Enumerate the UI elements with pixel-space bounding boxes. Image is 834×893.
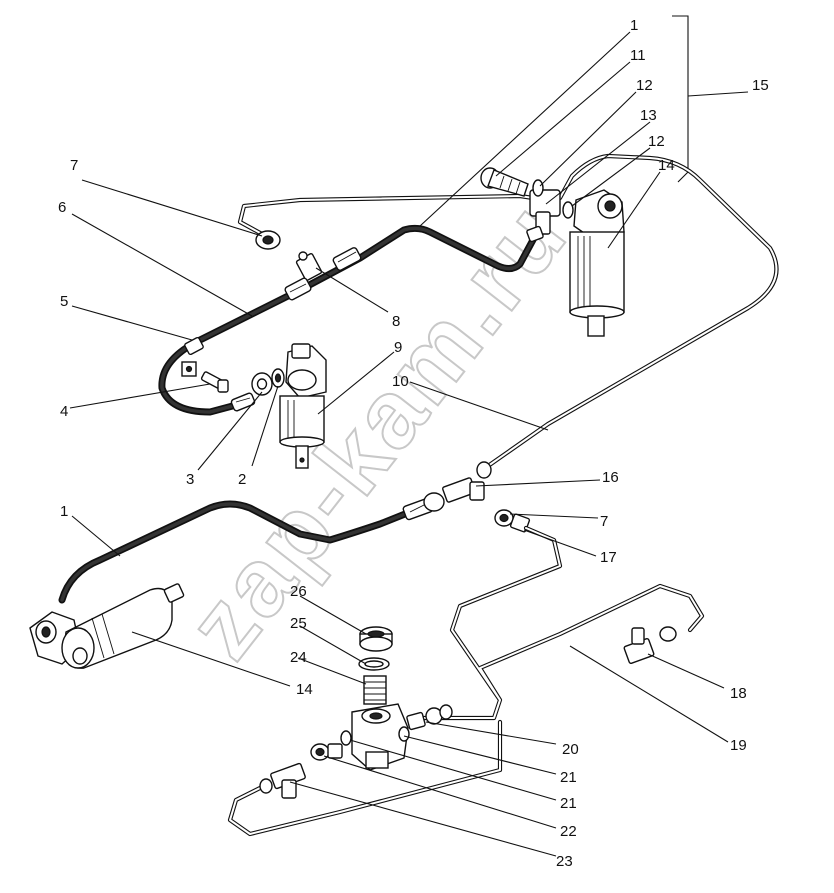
callout-1-upper: 1 — [630, 17, 638, 34]
cylinder-9 — [279, 343, 327, 469]
spring-24 — [363, 675, 387, 705]
callout-12-upper: 12 — [636, 77, 653, 94]
leader-lines — [69, 31, 729, 857]
fitting-lower-hose-end — [402, 492, 445, 521]
hose-1-lower — [58, 500, 434, 604]
tee-16 — [442, 461, 492, 503]
callout-26: 26 — [290, 583, 307, 600]
callout-15: 15 — [752, 77, 769, 94]
callout-labels: 1 11 12 13 12 14 15 7 6 5 8 9 10 4 3 2 1… — [58, 17, 769, 870]
callout-9: 9 — [394, 339, 402, 356]
pipe-10 — [485, 153, 779, 469]
callout-8: 8 — [392, 313, 400, 330]
callout-24: 24 — [290, 649, 307, 666]
washer-21b — [398, 726, 410, 742]
cylinder-14-lower — [29, 583, 185, 669]
bolt-11 — [480, 167, 529, 197]
pipe-19 — [417, 525, 705, 721]
callout-21-upper: 21 — [560, 769, 577, 786]
bolt-4 — [200, 371, 229, 393]
cylinder-14-upper — [569, 189, 625, 337]
callout-13: 13 — [640, 107, 657, 124]
fitting-upper-hose-end — [230, 392, 256, 412]
nut-3 — [251, 372, 273, 396]
nut-7-upper — [255, 230, 281, 250]
washer-12a — [532, 179, 544, 197]
nut-7-lower — [494, 509, 514, 527]
callout-4: 4 — [60, 403, 68, 420]
group-bracket-15 — [672, 15, 749, 183]
pipe-23 — [227, 719, 503, 837]
fitting-5 — [181, 336, 204, 377]
callout-16: 16 — [602, 469, 619, 486]
callout-5: 5 — [60, 293, 68, 310]
callout-7-lower: 7 — [600, 513, 608, 530]
callout-20: 20 — [562, 741, 579, 758]
tee-23 — [259, 762, 306, 799]
callout-3: 3 — [186, 471, 194, 488]
callout-22: 22 — [560, 823, 577, 840]
callout-14-upper: 14 — [658, 157, 675, 174]
callout-19: 19 — [730, 737, 747, 754]
callout-12-lower: 12 — [648, 133, 665, 150]
hose-6 — [158, 224, 538, 416]
callout-25: 25 — [290, 615, 307, 632]
callout-23: 23 — [556, 853, 573, 870]
valve-body — [351, 703, 409, 771]
ring-25 — [358, 657, 390, 671]
fitting-20 — [406, 704, 453, 731]
tee-18 — [623, 626, 677, 665]
callout-18: 18 — [730, 685, 747, 702]
cap-26 — [359, 626, 393, 652]
callout-2: 2 — [238, 471, 246, 488]
washer-12b — [562, 201, 574, 219]
callout-6: 6 — [58, 199, 66, 216]
washer-21a — [340, 730, 352, 746]
fitting-22 — [310, 743, 343, 761]
callout-17: 17 — [600, 549, 617, 566]
callout-7-upper: 7 — [70, 157, 78, 174]
fitting-upper-hose-mid — [284, 277, 312, 301]
fitting-8 — [295, 247, 362, 281]
callout-11: 11 — [630, 47, 646, 64]
callout-14-lower: 14 — [296, 681, 313, 698]
callout-10: 10 — [392, 373, 409, 390]
callout-1-lower: 1 — [60, 503, 68, 520]
washer-2 — [271, 368, 285, 388]
callout-21-lower: 21 — [560, 795, 577, 812]
